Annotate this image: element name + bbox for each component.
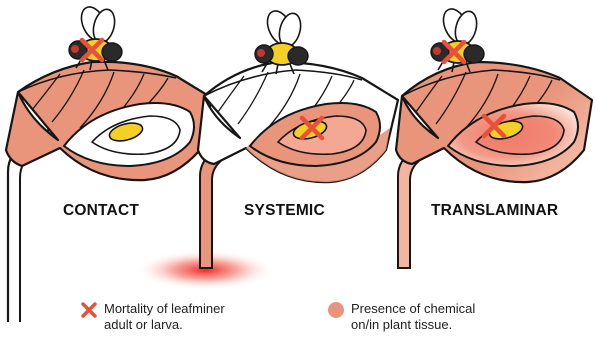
panel-label-translaminar: TRANSLAMINAR: [431, 202, 558, 220]
legend-mortality-line2: adult or larva.: [104, 317, 225, 333]
legend-item-presence: Presence of chemical on/in plant tissue.: [327, 301, 475, 333]
legend-item-mortality: Mortality of leafminer adult or larva.: [80, 301, 225, 333]
fly-abdomen: [102, 43, 122, 61]
stem-inner: [20, 140, 60, 322]
leafminer-fly: [431, 5, 484, 72]
panel-systemic: [198, 7, 398, 268]
legend-presence-line1: Presence of chemical: [351, 301, 475, 317]
fly-abdomen: [464, 45, 484, 63]
red-x-icon: [80, 301, 98, 319]
panel-label-systemic: SYSTEMIC: [244, 202, 325, 220]
panel-label-contact: CONTACT: [63, 202, 139, 220]
legend-mortality-line1: Mortality of leafminer: [104, 301, 225, 317]
panel-translaminar: [396, 5, 592, 268]
fly-abdomen: [288, 47, 308, 65]
fly-eye: [433, 47, 441, 55]
legend-presence-line2: on/in plant tissue.: [351, 317, 475, 333]
leafminer-fly: [69, 3, 122, 70]
fly-eye: [71, 45, 79, 53]
fly-eye: [257, 49, 265, 57]
salmon-dot-icon: [327, 301, 345, 319]
